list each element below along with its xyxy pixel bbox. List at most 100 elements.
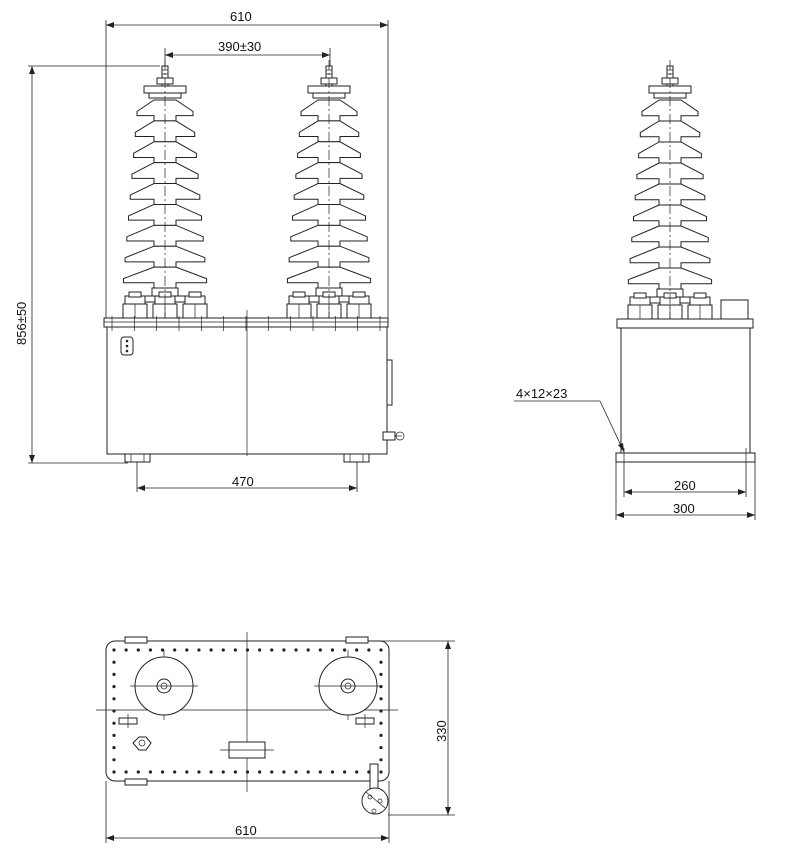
- corner-lug-top: [124, 636, 369, 644]
- cover-bolt: [221, 648, 225, 652]
- cover-bolt: [245, 648, 250, 652]
- mounting-holes-callout: 4×12×23: [514, 386, 625, 453]
- cover-bolt: [355, 770, 359, 774]
- cover-bolt: [282, 770, 286, 774]
- nameplate: [220, 741, 274, 759]
- side-tank-body: [620, 327, 751, 454]
- cover-bolt: [124, 648, 128, 652]
- cover-bolt: [112, 672, 116, 677]
- bushing-side: [627, 60, 713, 449]
- top-length-dimension: 610: [105, 781, 390, 843]
- cover-bolt: [209, 770, 213, 774]
- cover-bolt: [209, 648, 213, 652]
- cover-bolt: [112, 721, 116, 725]
- cover-bolt: [379, 672, 383, 677]
- cover-bolt: [233, 770, 237, 774]
- cover-bolt: [136, 770, 140, 774]
- cover-bolt: [160, 648, 165, 652]
- cover-bolt: [379, 660, 383, 664]
- mounting-holes-label: 4×12×23: [516, 386, 567, 401]
- cover-bolt: [173, 648, 177, 652]
- base-width-label: 300: [673, 501, 695, 516]
- front-height-label: 856±50: [14, 302, 29, 345]
- front-height-dimension: 856±50: [14, 65, 160, 464]
- cover-bolt: [306, 648, 310, 652]
- cover-bolt: [355, 648, 359, 652]
- cover-bolts: [112, 648, 383, 774]
- cover-bolt: [185, 770, 189, 774]
- top-depth-label: 330: [434, 720, 449, 742]
- bushing-spacing-dimension: 390±30: [164, 39, 331, 70]
- top-bushing-right: [314, 656, 382, 716]
- cover-bolt: [379, 685, 383, 689]
- base-spacing-label: 470: [232, 474, 254, 489]
- cover-bolt: [379, 721, 383, 725]
- cover-bolt: [233, 648, 237, 652]
- cover-bolt: [112, 660, 116, 664]
- cover-bolt: [136, 648, 140, 652]
- corner-lug-bottom: [124, 778, 148, 786]
- cover-bolt: [282, 648, 286, 652]
- cover-bolt: [379, 746, 383, 750]
- side-view: 4×12×23 260 300: [514, 60, 756, 520]
- lifting-lug-right: [355, 714, 375, 728]
- cover-bolt: [342, 770, 347, 774]
- top-bushing-left: [130, 656, 198, 716]
- grounding-terminal: [361, 763, 389, 815]
- cover-bolt: [330, 648, 335, 652]
- cover-bolt: [245, 770, 250, 774]
- cover-bolt: [379, 697, 383, 701]
- cover-bolt: [258, 648, 262, 652]
- cover-bolt: [112, 758, 116, 762]
- base-feet: [124, 454, 370, 463]
- drain-plug: [132, 736, 152, 751]
- lifting-lug-left: [118, 714, 138, 728]
- front-width-label: 610: [230, 9, 252, 24]
- cover-bolt: [197, 770, 201, 774]
- cover-bolt: [185, 648, 189, 652]
- bushing-left: [122, 60, 208, 448]
- top-depth-dimension: 330: [370, 640, 455, 816]
- cover-bolt: [306, 770, 310, 774]
- bushing-spacing-label: 390±30: [218, 39, 261, 54]
- front-view: 610 390±30 856±50: [14, 9, 405, 492]
- cover-bolt: [270, 648, 274, 652]
- hole-spacing-dimension: 260: [623, 462, 747, 497]
- top-length-label: 610: [235, 823, 257, 838]
- cover-bolt: [112, 746, 116, 750]
- base-width-dimension: 300: [615, 462, 756, 520]
- cover-bolt: [318, 648, 322, 652]
- cover-bolt: [112, 770, 116, 774]
- cover-bolt: [173, 770, 177, 774]
- cover-bolt: [379, 733, 383, 738]
- side-base-plate: [615, 448, 756, 463]
- cover-bolt: [270, 770, 274, 774]
- cover-bolt: [124, 770, 128, 774]
- cover-bolt: [379, 770, 383, 774]
- cover-bolt: [367, 648, 371, 652]
- cover-bolt: [160, 770, 165, 774]
- cover-bolt: [112, 648, 116, 652]
- cover-bolt: [112, 733, 116, 738]
- hole-spacing-label: 260: [674, 478, 696, 493]
- cover-bolt: [258, 770, 262, 774]
- cover-bolt: [379, 758, 383, 762]
- cover-bolt: [112, 685, 116, 689]
- cover-bolt: [148, 648, 153, 652]
- cover-bolt: [342, 648, 347, 652]
- cover-bolt: [330, 770, 335, 774]
- cover-bolt: [112, 697, 116, 701]
- cover-bolt: [221, 770, 225, 774]
- cover-bolt: [197, 648, 201, 652]
- front-width-dimension: 610: [105, 9, 389, 320]
- base-spacing-dimension: 470: [136, 462, 358, 492]
- cover-bolt: [148, 770, 153, 774]
- cover-bolt: [318, 770, 322, 774]
- tank-body: [106, 310, 405, 456]
- cover-bolt: [379, 648, 383, 652]
- cover-bolt: [294, 648, 298, 652]
- cover-bolt: [294, 770, 298, 774]
- top-view: 610 330: [96, 632, 455, 843]
- bushing-right: [286, 60, 372, 448]
